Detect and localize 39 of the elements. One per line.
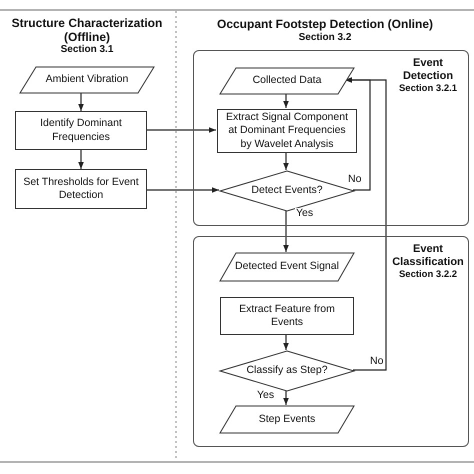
arrow	[283, 152, 289, 170]
arrow	[283, 210, 289, 252]
decision-diamond	[220, 351, 354, 391]
arrow	[147, 127, 216, 133]
node-label: Identify Dominant Frequencies	[39, 117, 123, 144]
node-label: Extract Feature from Events	[238, 302, 336, 330]
section-number: Section 3.2.2	[398, 269, 458, 280]
arrow	[283, 93, 289, 108]
section-number: Section 3.1	[60, 44, 114, 56]
section-number: Section 3.2	[298, 32, 352, 44]
data-parallelogram	[220, 406, 354, 433]
panel-title: Event Detection	[402, 57, 454, 82]
process-box	[220, 297, 354, 335]
data-parallelogram	[220, 253, 354, 281]
node-label: Classify as Step?	[245, 364, 329, 378]
column-heading: Structure Characterization (Offline)	[10, 17, 164, 44]
node-label: Collected Data	[252, 74, 322, 88]
process-box	[15, 169, 147, 209]
node-label: Set Thresholds for Event Detection	[22, 176, 140, 202]
column-heading: Occupant Footstep Detection (Online)	[216, 18, 434, 32]
arrow	[283, 390, 289, 405]
data-parallelogram	[20, 67, 154, 93]
process-box	[217, 109, 357, 153]
arrow	[78, 150, 84, 169]
node-label: Detected Event Signal	[234, 260, 340, 274]
section-panel	[193, 236, 469, 447]
section-panel	[193, 50, 469, 226]
data-parallelogram	[220, 68, 354, 94]
node-label: Ambient Vibration	[44, 73, 130, 87]
panel-title: Event Classification	[391, 243, 465, 268]
node-label: Extract Signal Component at Dominant Frequencies by Wavelet Analysis	[225, 111, 349, 151]
node-label: Detect Events?	[250, 184, 324, 198]
node-label: Step Events	[258, 412, 316, 426]
arrow	[283, 334, 289, 350]
section-number: Section 3.2.1	[398, 83, 458, 94]
process-box	[15, 111, 147, 150]
arrow	[78, 93, 84, 111]
arrow	[345, 77, 387, 371]
arrow	[147, 187, 219, 193]
